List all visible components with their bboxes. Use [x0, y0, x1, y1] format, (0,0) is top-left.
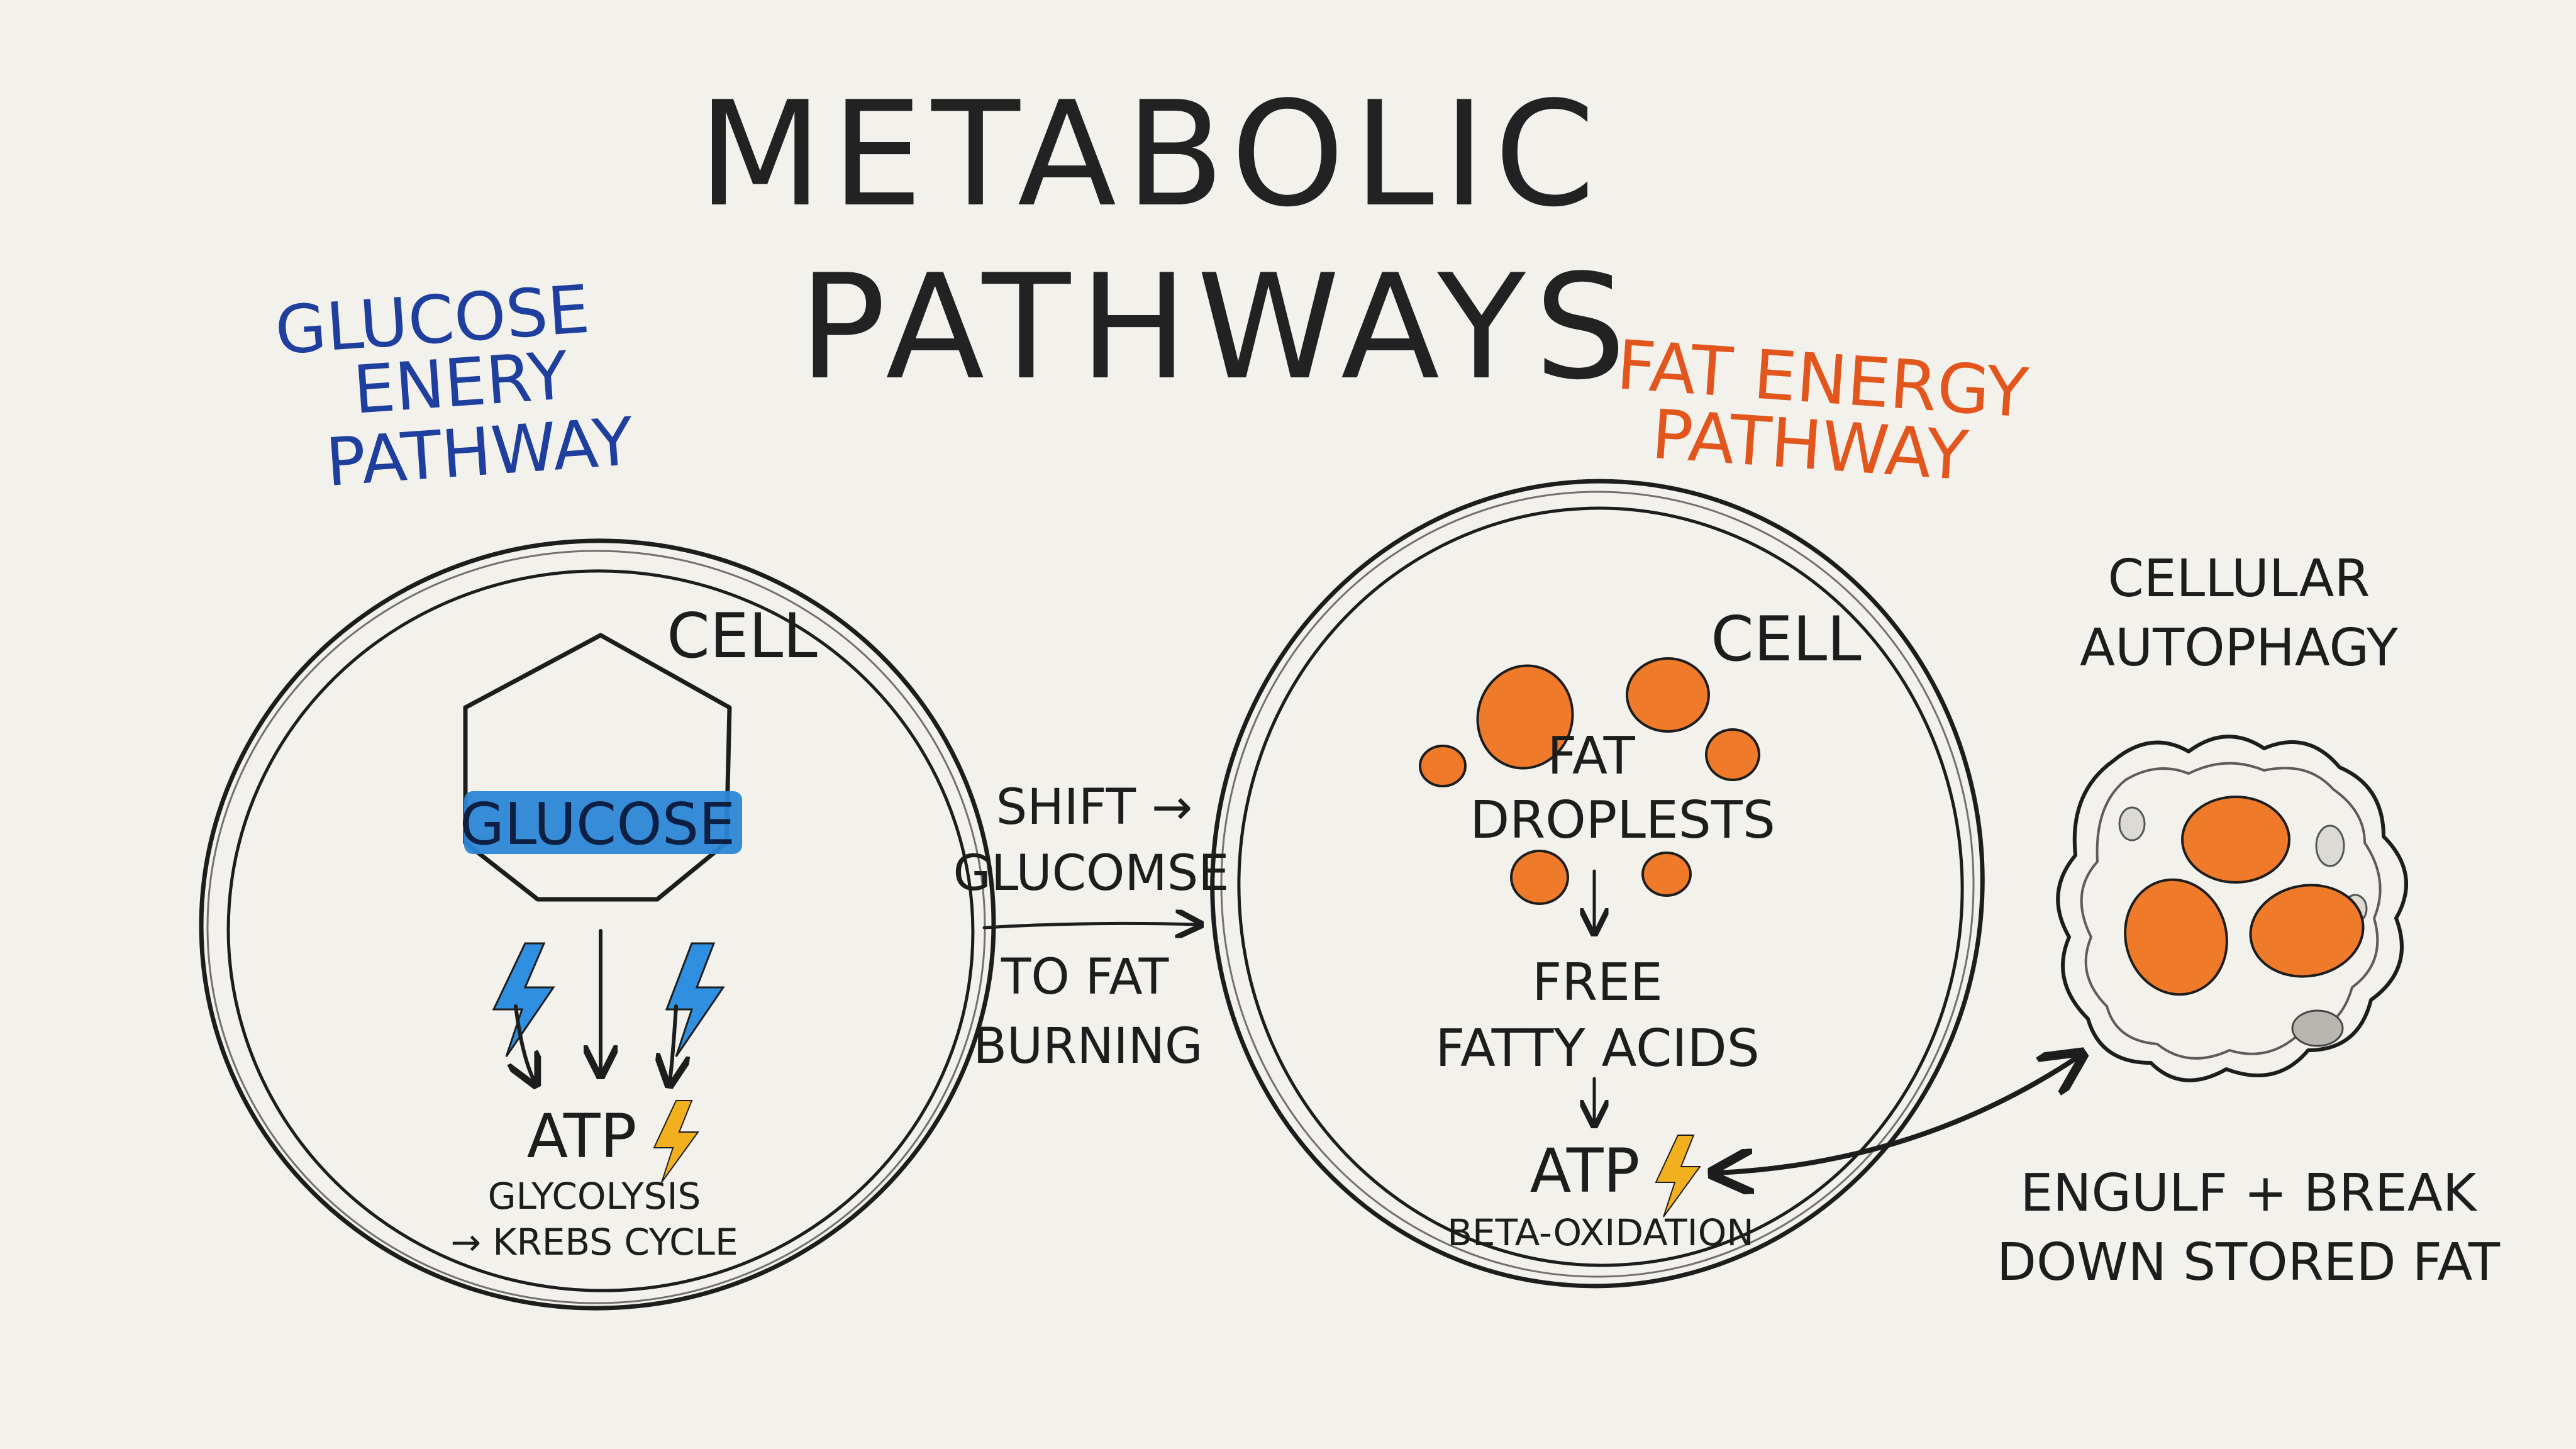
shift-arrow-icon: [982, 923, 1198, 928]
fat-droplets-line-2: DROPLESTS: [1470, 791, 1775, 850]
glucose-highlight: [464, 791, 742, 854]
fat-droplet: [2249, 884, 2365, 978]
fat-droplet: [1419, 745, 1467, 787]
lightning-bolt-icon: [665, 942, 725, 1057]
fat-droplets: [1419, 657, 1760, 905]
shift-line-3: TO FAT: [1001, 949, 1169, 1006]
autophagosome: [2056, 735, 2408, 1082]
lightning-bolt-icon: [653, 1100, 699, 1183]
fat-cell-label: CELL: [1711, 604, 1862, 675]
fat-droplet: [1510, 850, 1569, 905]
lightning-bolt-icon: [492, 942, 555, 1057]
arrow-icon: [670, 1004, 676, 1082]
glucose-heading-line-2: ENERY: [351, 337, 571, 429]
autophagy-heading-line-2: AUTOPHAGY: [2080, 618, 2399, 678]
fat-droplet: [1476, 664, 1574, 770]
fat-atp-label: ATP: [1530, 1136, 1640, 1206]
glucose-atp-label: ATP: [527, 1101, 637, 1172]
fat-acids-line-2: FATTY ACIDS: [1435, 1019, 1760, 1079]
shift-line-2: GLUCOMSE: [953, 845, 1229, 902]
fat-droplet: [2181, 796, 2290, 884]
glucose-cell-label: CELL: [667, 601, 818, 672]
shift-line-1: SHIFT →: [996, 779, 1192, 836]
glucose-hexagon: [463, 633, 732, 902]
lightning-bolt-icon: [1655, 1135, 1701, 1218]
fat-pathway-heading: FAT ENERGY PATHWAY: [1614, 326, 2031, 496]
glucose-pathway-heading: GLUCOSE ENERY PATHWAY: [273, 271, 636, 501]
fat-droplet: [2124, 878, 2228, 996]
fat-process-label: BETA-OXIDATION: [1447, 1211, 1753, 1254]
fat-acids-line-1: FREE: [1532, 953, 1663, 1013]
autophagy-caption-line-2: DOWN STORED FAT: [1997, 1233, 2501, 1292]
fat-droplet: [1705, 728, 1760, 781]
glucose-process-line-2: → KREBS CYCLE: [450, 1221, 738, 1263]
arrow-icon: [516, 1004, 535, 1082]
title-line-1: METABOLIC: [697, 71, 1604, 239]
vesicle: [2291, 1009, 2344, 1047]
autophagy-heading-line-1: CELLULAR: [2107, 549, 2370, 609]
glucose-process-line-1: GLYCOLYSIS: [488, 1175, 701, 1218]
autophagy-caption-line-1: ENGULF + BREAK: [2020, 1163, 2478, 1223]
fat-cell: [1210, 479, 1985, 1289]
vesicle: [2315, 824, 2345, 867]
autophagy-arrow-icon: [1717, 1057, 2079, 1173]
fat-droplet: [1641, 852, 1692, 897]
vesicle: [2118, 806, 2146, 841]
fat-droplet: [1626, 657, 1710, 733]
title-line-2: PATHWAYS: [799, 244, 1635, 412]
glucose-molecule-label: GLUCOSE: [460, 791, 735, 858]
fat-droplets-line-1: FAT: [1547, 726, 1635, 786]
shift-line-4: BURNING: [974, 1018, 1203, 1075]
